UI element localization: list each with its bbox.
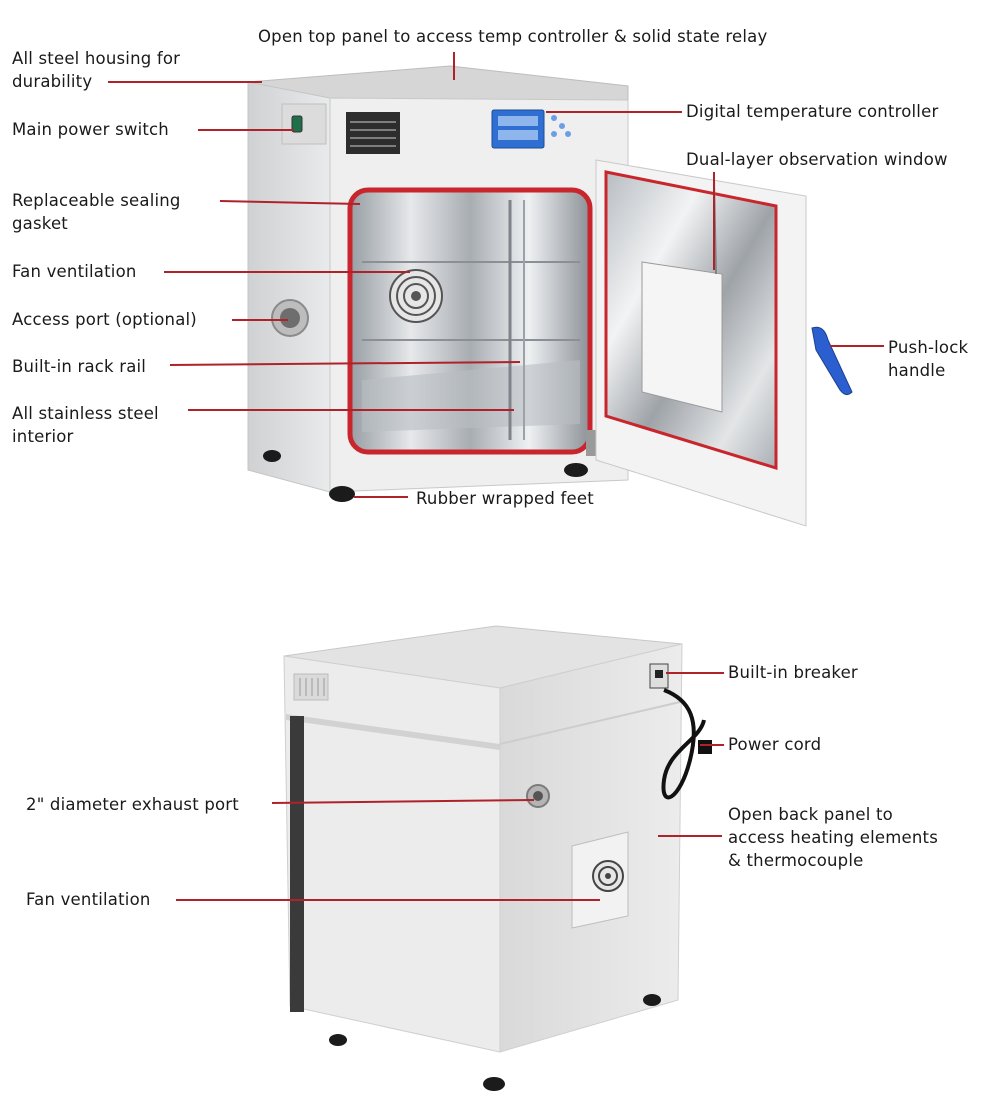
label-temp-controller: Digital temperature controller bbox=[686, 102, 939, 121]
label-feet: Rubber wrapped feet bbox=[416, 489, 594, 508]
leader-lines bbox=[108, 52, 884, 901]
label-power-cord: Power cord bbox=[728, 735, 822, 754]
power-switch-icon bbox=[291, 115, 303, 133]
rubber-foot-icon-3 bbox=[263, 450, 281, 462]
label-exhaust: 2" diameter exhaust port bbox=[26, 795, 239, 814]
back-fan-icon bbox=[571, 831, 629, 929]
temp-display-icon bbox=[491, 109, 545, 149]
label-housing: All steel housing for durability bbox=[12, 49, 181, 91]
nameplate bbox=[346, 112, 400, 154]
label-rack-rail: Built-in rack rail bbox=[12, 357, 147, 376]
back-foot-icon-1 bbox=[329, 1034, 347, 1046]
label-fan-back: Fan ventilation bbox=[26, 890, 151, 909]
back-foot-icon-2 bbox=[483, 1077, 505, 1091]
leader-exhaust bbox=[271, 799, 535, 804]
push-lock-handle-icon bbox=[811, 326, 853, 396]
label-interior: All stainless steel interior bbox=[12, 404, 159, 446]
side-vent-icon bbox=[293, 673, 329, 701]
label-gasket: Replaceable sealing gasket bbox=[12, 191, 181, 233]
rubber-foot-icon-2 bbox=[564, 463, 588, 477]
back-oven-left-face bbox=[283, 655, 501, 1053]
side-control-panel bbox=[281, 103, 327, 145]
access-port-icon bbox=[271, 299, 309, 337]
label-top-panel: Open top panel to access temp controller… bbox=[258, 27, 768, 46]
exhaust-port-icon bbox=[526, 784, 550, 808]
front-fan-icon bbox=[389, 269, 443, 323]
leader-rack-rail bbox=[169, 361, 521, 366]
rubber-foot-icon bbox=[329, 486, 355, 502]
label-back-panel: Open back panel to access heating elemen… bbox=[728, 805, 939, 870]
label-handle: Push-lock handle bbox=[888, 338, 969, 380]
back-foot-icon-3 bbox=[643, 994, 661, 1006]
back-oven bbox=[283, 625, 712, 1091]
leader-gasket bbox=[219, 200, 361, 205]
label-fan-front: Fan ventilation bbox=[12, 262, 137, 281]
label-breaker: Built-in breaker bbox=[728, 663, 858, 682]
power-cord-icon bbox=[661, 688, 706, 800]
label-power-switch: Main power switch bbox=[12, 120, 169, 139]
label-access-port: Access port (optional) bbox=[12, 310, 197, 329]
sealing-gasket bbox=[347, 187, 593, 455]
front-oven bbox=[247, 65, 853, 527]
label-window: Dual-layer observation window bbox=[686, 150, 948, 169]
